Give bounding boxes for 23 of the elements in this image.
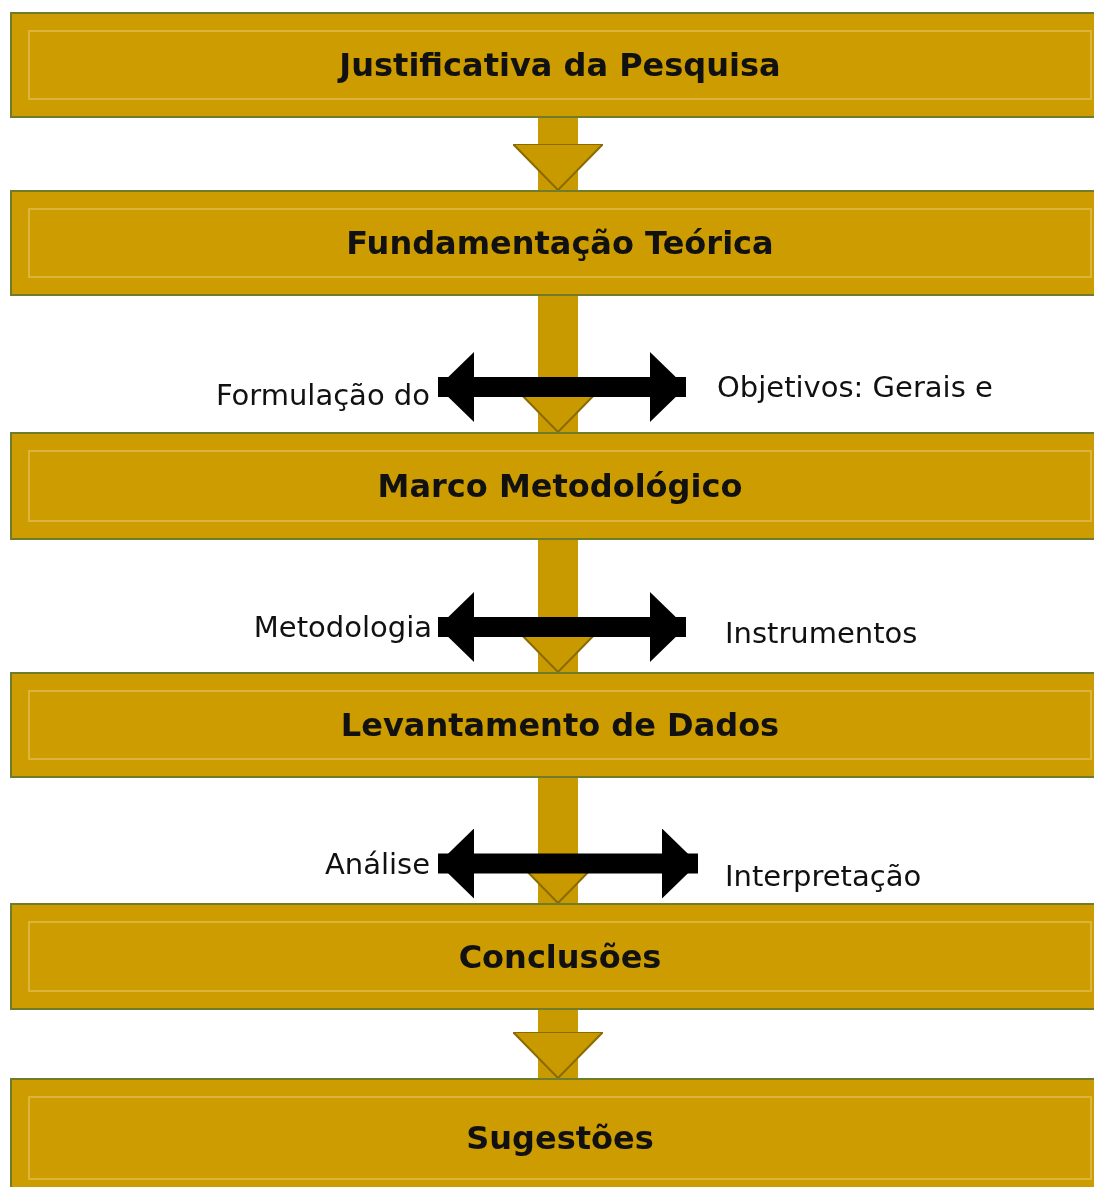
band-title: Sugestões [466, 1119, 654, 1157]
process-band [10, 1078, 1094, 1187]
process-band [10, 672, 1094, 778]
band-title: Justificativa da Pesquisa [339, 46, 781, 84]
double-arrow [438, 828, 698, 899]
down-arrow [512, 1010, 604, 1079]
process-band [10, 12, 1094, 118]
text-label: Instrumentos [725, 616, 918, 650]
text-label: Interpretação [725, 859, 922, 893]
process-band [10, 432, 1094, 540]
double-arrow [438, 352, 686, 422]
band-title: Marco Metodológico [377, 467, 743, 505]
text-label: Análise [324, 846, 430, 881]
process-band [10, 903, 1094, 1010]
band-title: Levantamento de Dados [340, 706, 780, 744]
text-label: Formulação do [215, 378, 430, 412]
text-label: Metodologia [253, 610, 432, 644]
down-arrow [512, 118, 604, 191]
process-band [10, 190, 1094, 296]
text-label: Objetivos: Gerais e [717, 370, 993, 404]
double-arrow [438, 592, 686, 662]
band-title: Conclusões [458, 937, 662, 976]
band-title: Fundamentação Teórica [346, 224, 774, 262]
